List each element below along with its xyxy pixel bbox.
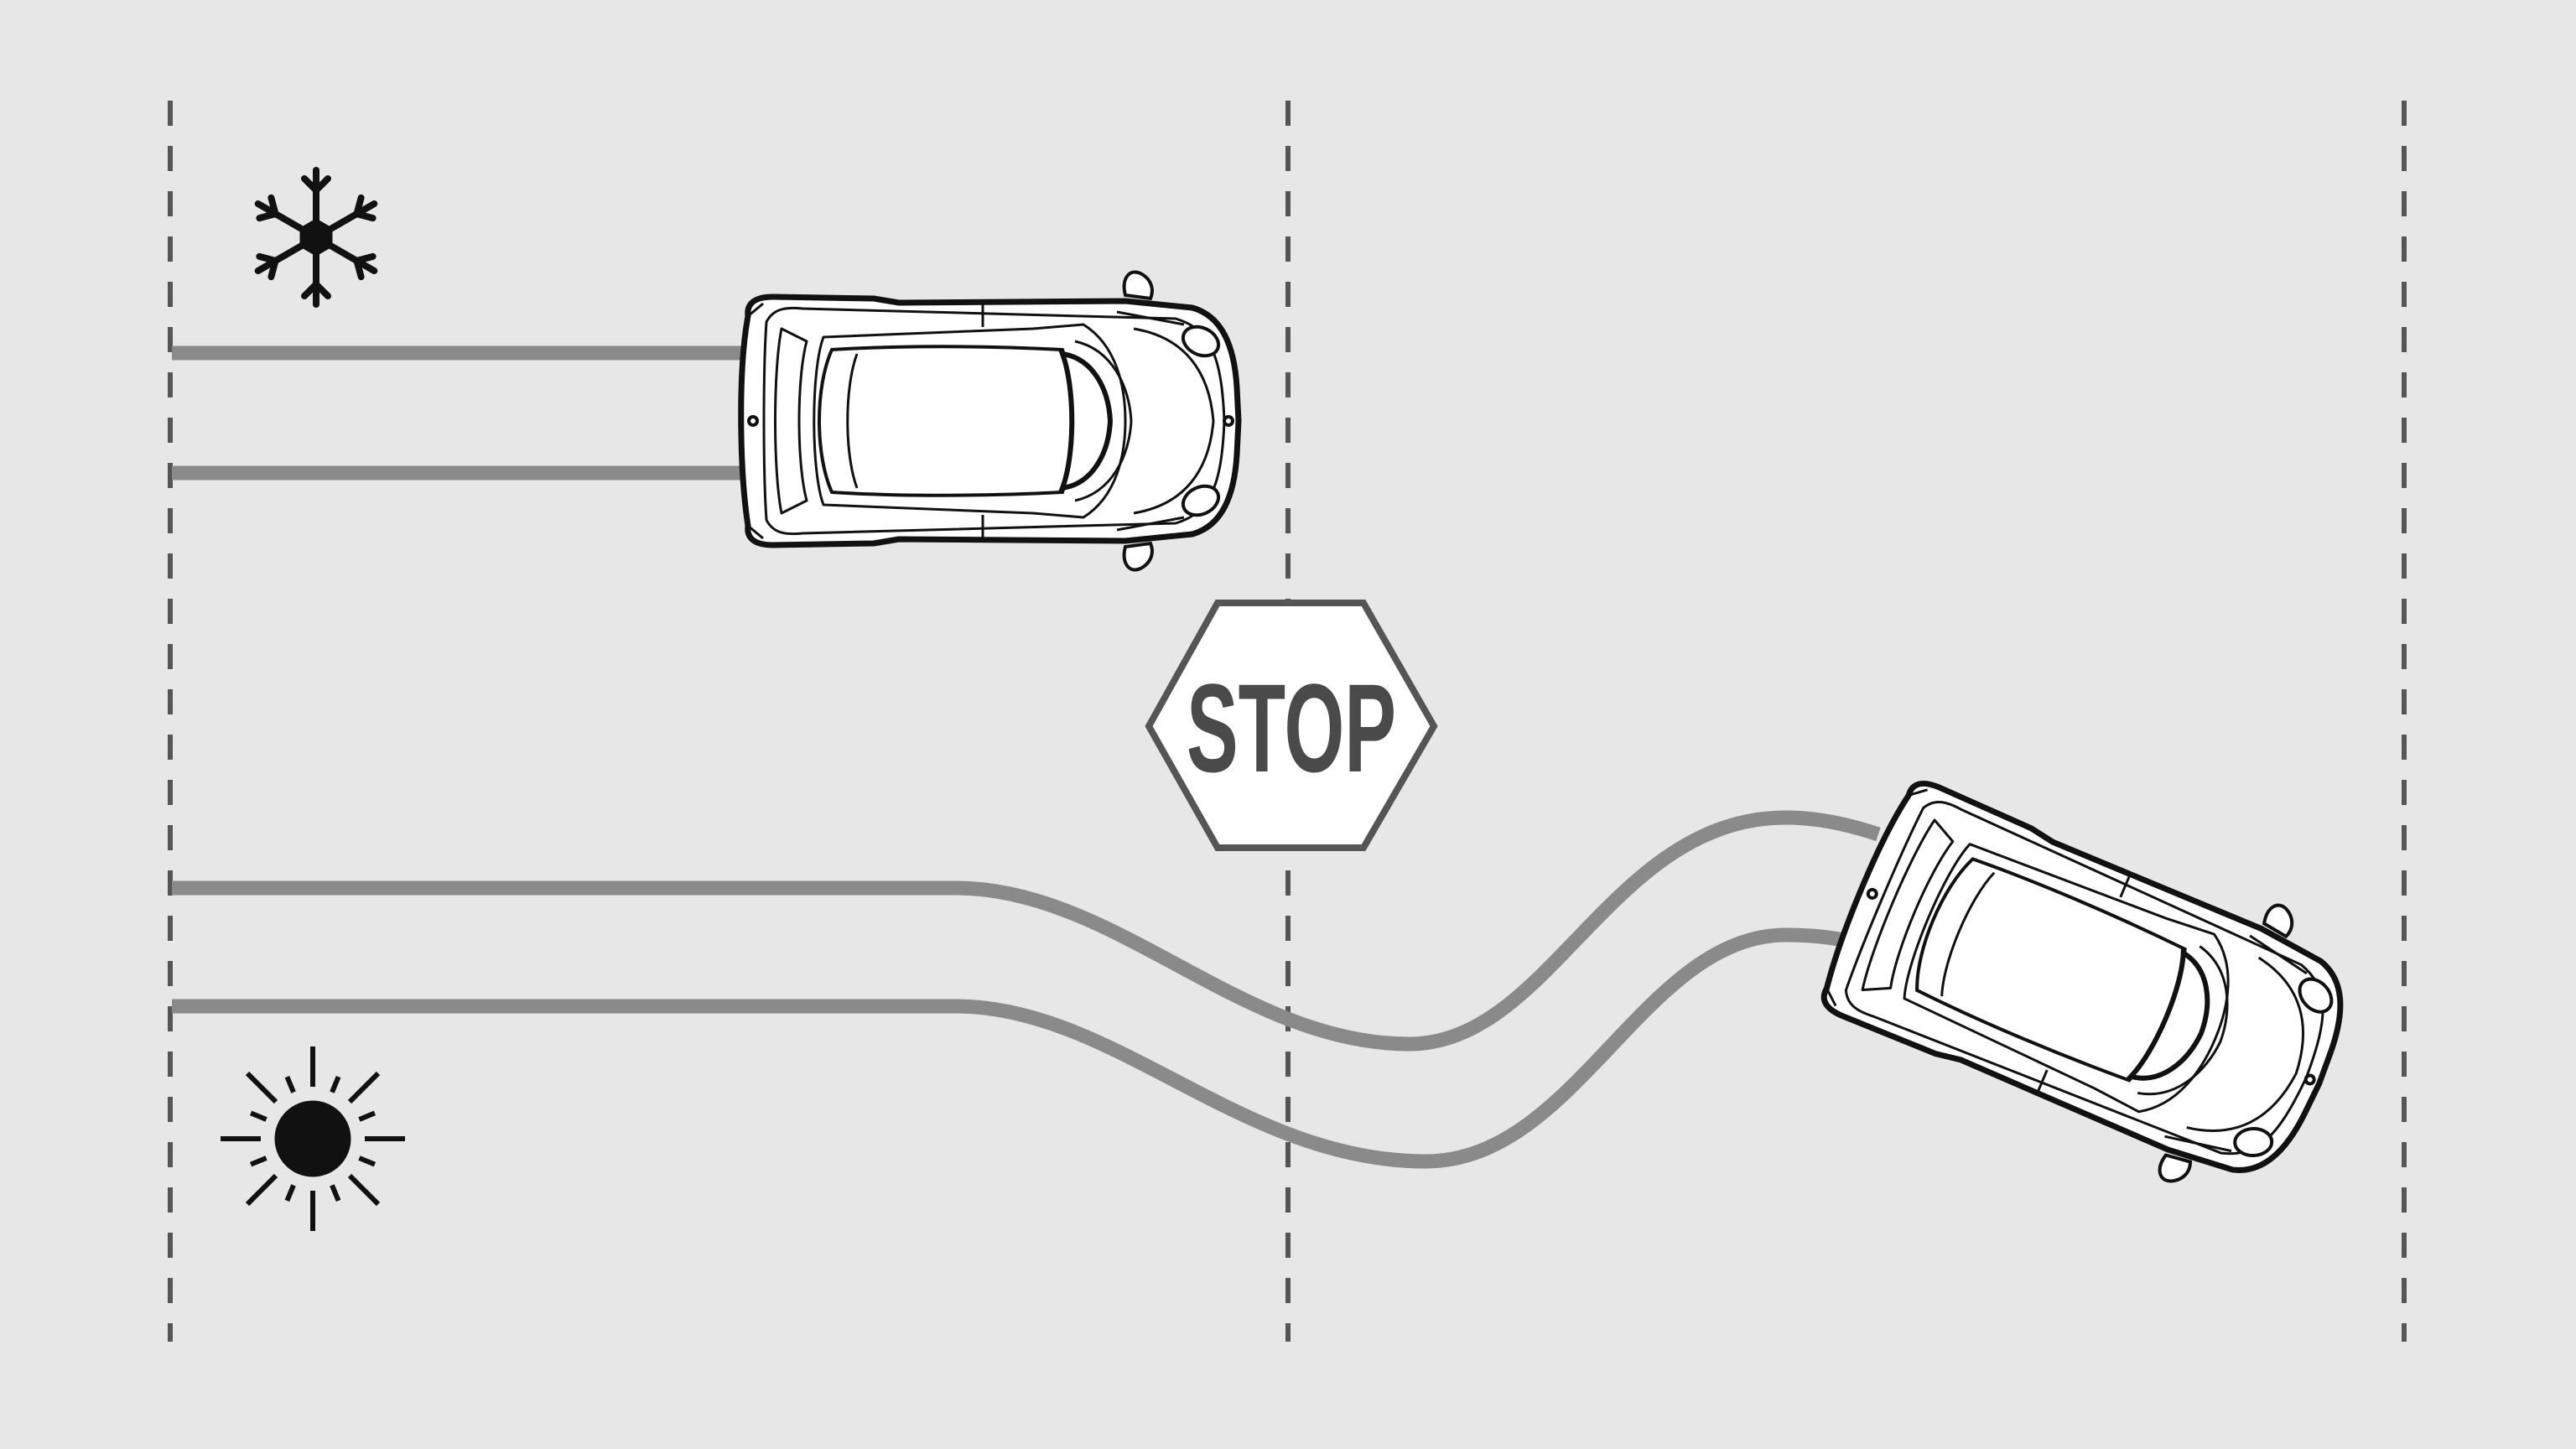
sun-disc bbox=[274, 1100, 351, 1177]
sun-icon bbox=[221, 1046, 405, 1231]
car-stopped-snow bbox=[741, 272, 1239, 569]
dry-track-upper bbox=[172, 810, 1881, 1052]
dry-track-lower bbox=[172, 927, 1860, 1169]
car-skidding-dry bbox=[1803, 752, 2377, 1221]
snowflake-center bbox=[299, 218, 333, 257]
stop-sign-octagon bbox=[1145, 600, 1438, 851]
stop-sign: STOP bbox=[1145, 600, 1438, 851]
stop-sign-text: STOP bbox=[1187, 657, 1396, 798]
tire-tracks bbox=[172, 345, 1881, 1169]
snowflake-icon bbox=[254, 167, 378, 308]
